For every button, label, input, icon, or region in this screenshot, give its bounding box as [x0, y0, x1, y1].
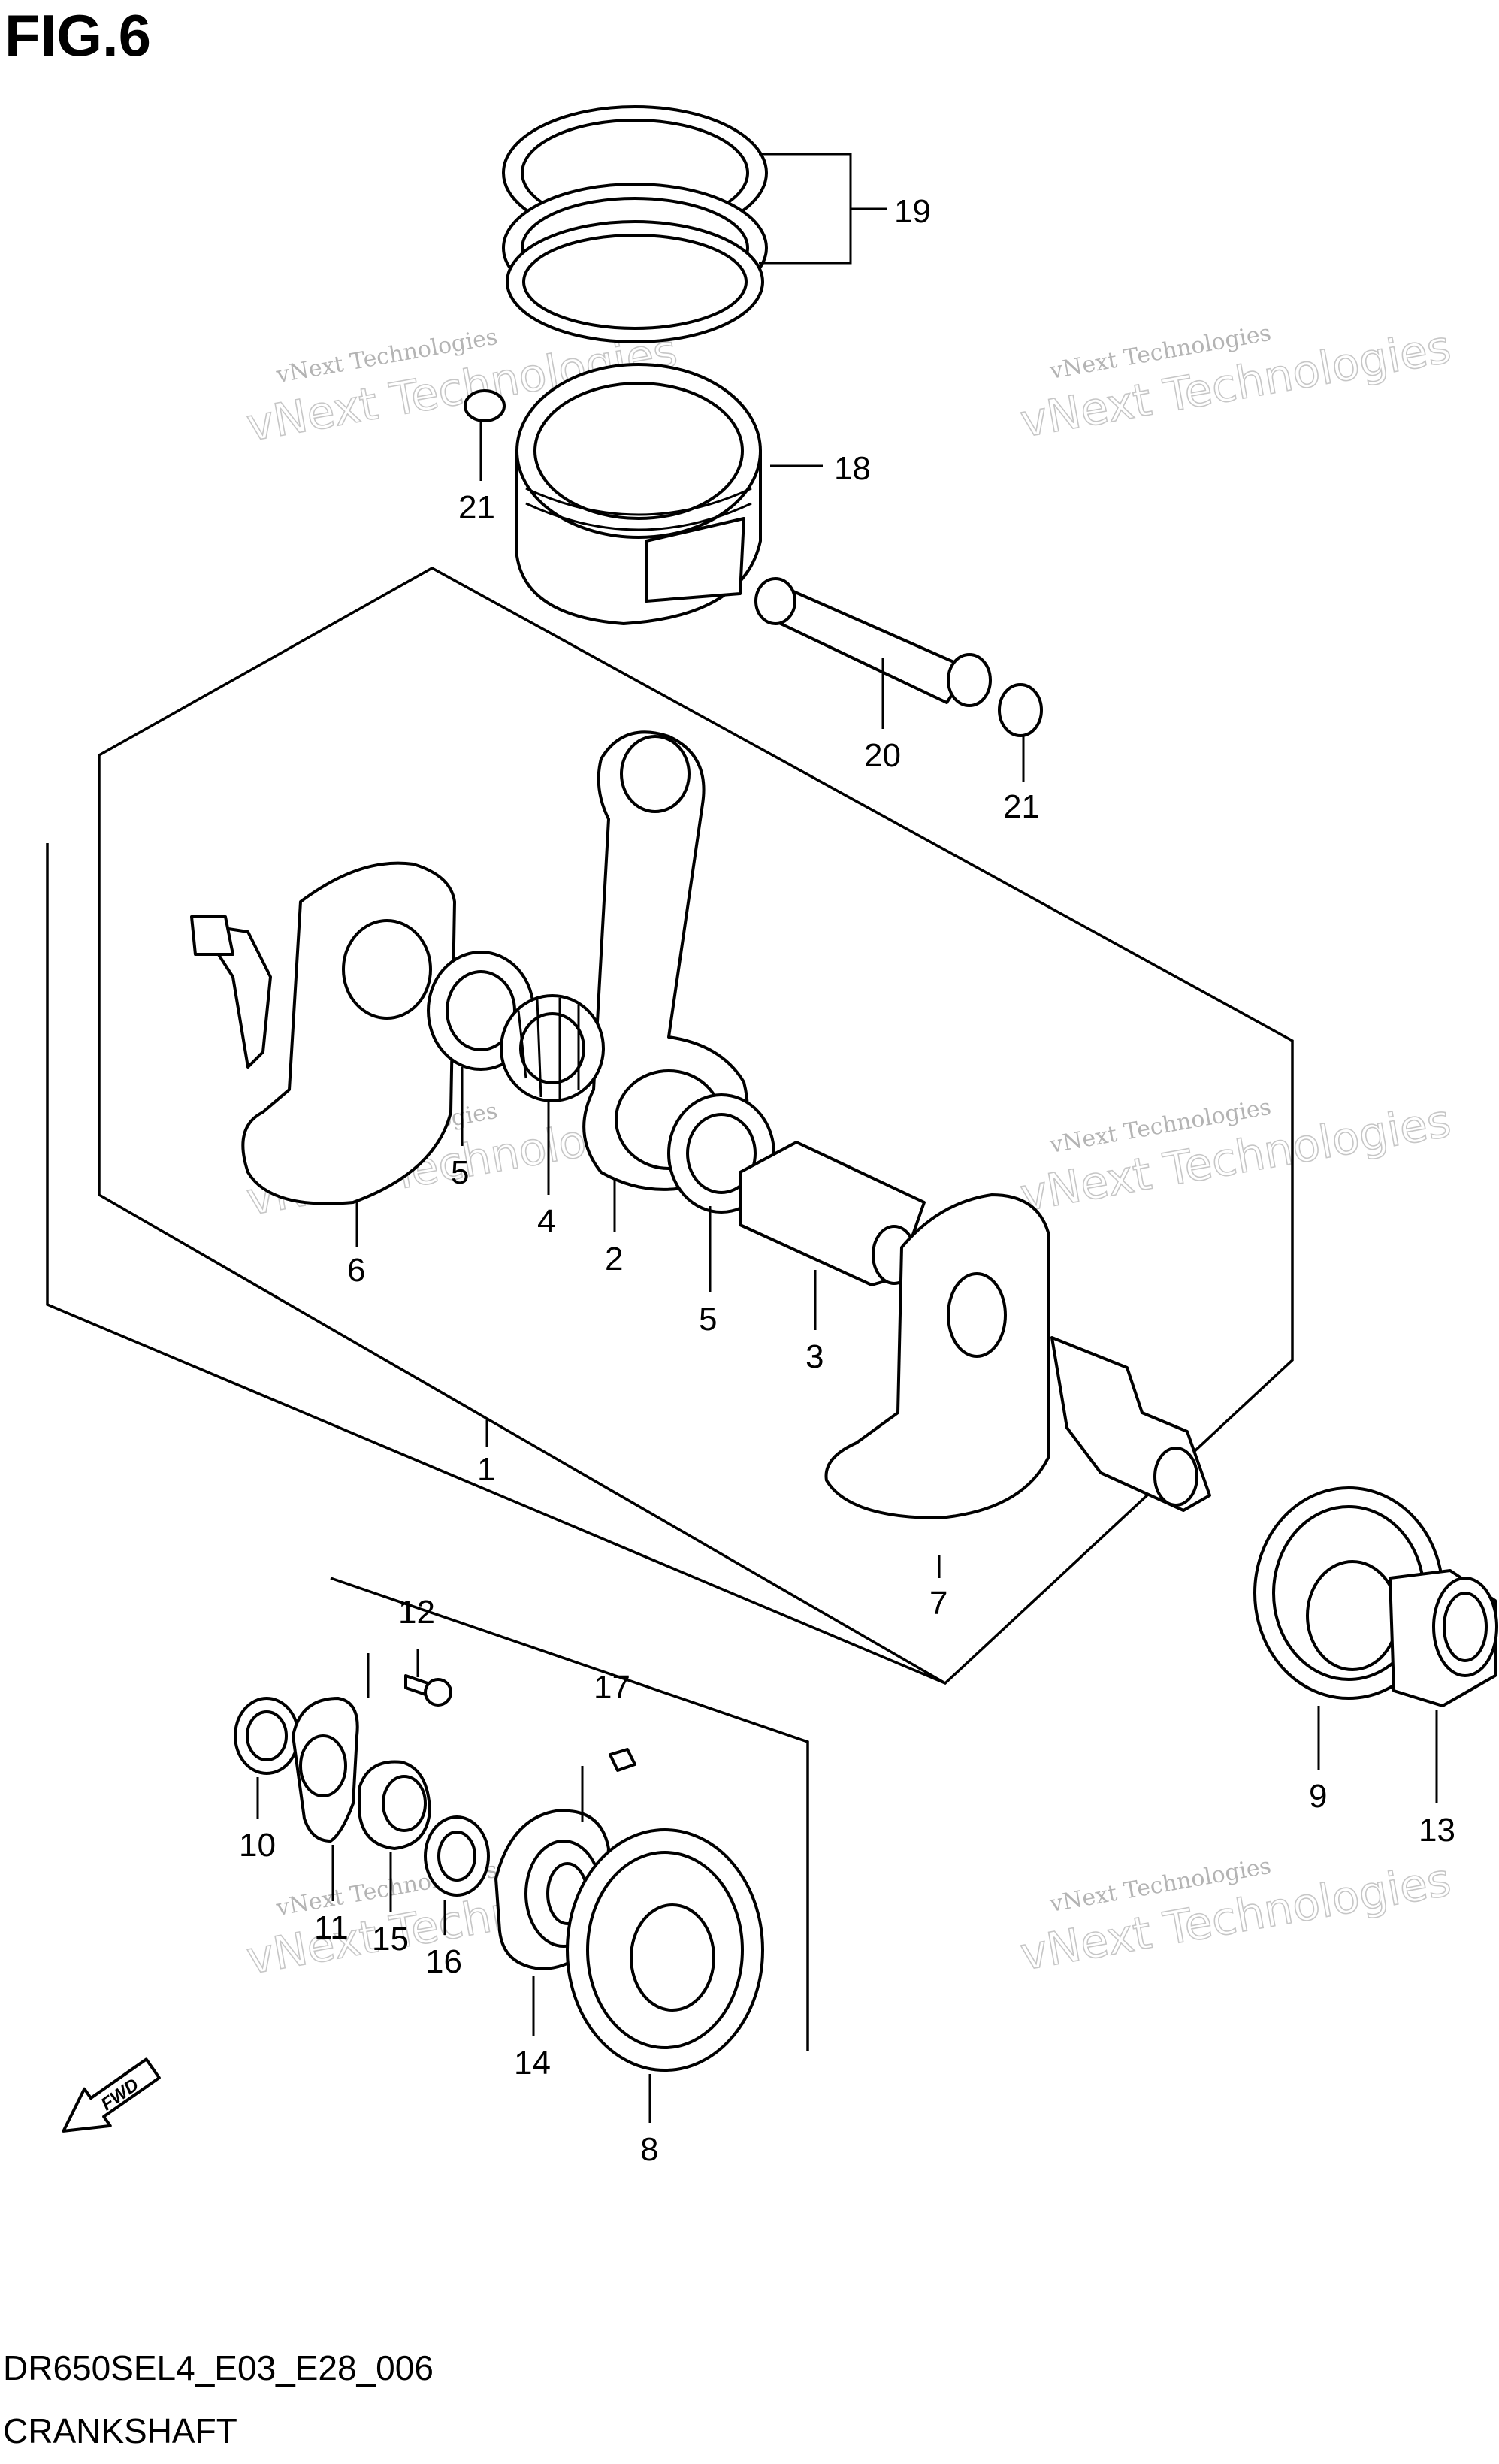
callout-4: 4: [537, 1203, 555, 1240]
watermark-6: vNext Technologies vNext Technologies: [1016, 1853, 1455, 1982]
callout-15: 15: [372, 1921, 409, 1958]
needle-bearing-part: [500, 994, 605, 1102]
callout-12: 12: [398, 1594, 435, 1631]
piston-part: [515, 363, 762, 625]
callout-10: 10: [239, 1827, 276, 1864]
crank-assembly-inner-box: [98, 566, 1294, 1685]
crank-pin-part: [739, 1141, 926, 1286]
callout-2: 2: [605, 1241, 623, 1277]
callout-5-right: 5: [699, 1301, 717, 1338]
callout-7: 7: [929, 1585, 947, 1622]
piston-rings-part: [502, 105, 768, 343]
callout-5-left: 5: [451, 1154, 469, 1191]
callout-21-lower: 21: [1003, 788, 1040, 825]
circlip-lower-part: [998, 683, 1043, 737]
gear-assembly-box: [330, 1577, 809, 2051]
oil-seal-part: [234, 1697, 300, 1775]
leader-lines: [256, 153, 1438, 2123]
figure-title: FIG.6: [5, 2, 152, 68]
piston-pin-part: [754, 577, 992, 707]
callout-19: 19: [894, 193, 931, 230]
sleeve-part: [1389, 1569, 1498, 1707]
callout-21-upper: 21: [458, 489, 495, 526]
plate-part: [292, 1697, 359, 1843]
crank-web-right-part: [824, 1193, 1211, 1519]
callout-13: 13: [1419, 1812, 1455, 1849]
callout-9: 9: [1309, 1778, 1327, 1815]
crank-web-left-part: [190, 861, 456, 1205]
callout-1: 1: [477, 1451, 495, 1488]
callout-18: 18: [834, 450, 871, 487]
bolt-part: [404, 1674, 452, 1707]
callout-6: 6: [347, 1252, 365, 1289]
watermark-2: vNext Technologies vNext Technologies: [1016, 320, 1455, 449]
callout-20: 20: [864, 737, 901, 774]
crank-assembly-outer-box: [46, 843, 946, 1685]
callout-17: 17: [594, 1669, 630, 1706]
figure-name: CRANKSHAFT: [3, 2411, 237, 2450]
washer-small-part: [424, 1815, 490, 1897]
nut-part: [358, 1760, 431, 1850]
fwd-arrow-icon: FWD: [62, 2057, 161, 2133]
callouts: 19 21 18 20 21 5 6 4 2 5 3 1 7 9 13 12 1…: [239, 193, 1455, 2168]
circlip-upper-part: [464, 389, 506, 422]
watermark-4: vNext Technologies vNext Technologies: [1016, 1094, 1455, 1223]
bearing-left-part: [566, 1828, 764, 2072]
figure-code: DR650SEL4_E03_E28_006: [3, 2348, 434, 2387]
callout-11: 11: [314, 1909, 349, 1946]
key-part: [609, 1748, 636, 1772]
callout-16: 16: [425, 1943, 462, 1980]
callout-8: 8: [640, 2131, 658, 2168]
callout-14: 14: [514, 2045, 551, 2082]
callout-3: 3: [805, 1338, 824, 1375]
